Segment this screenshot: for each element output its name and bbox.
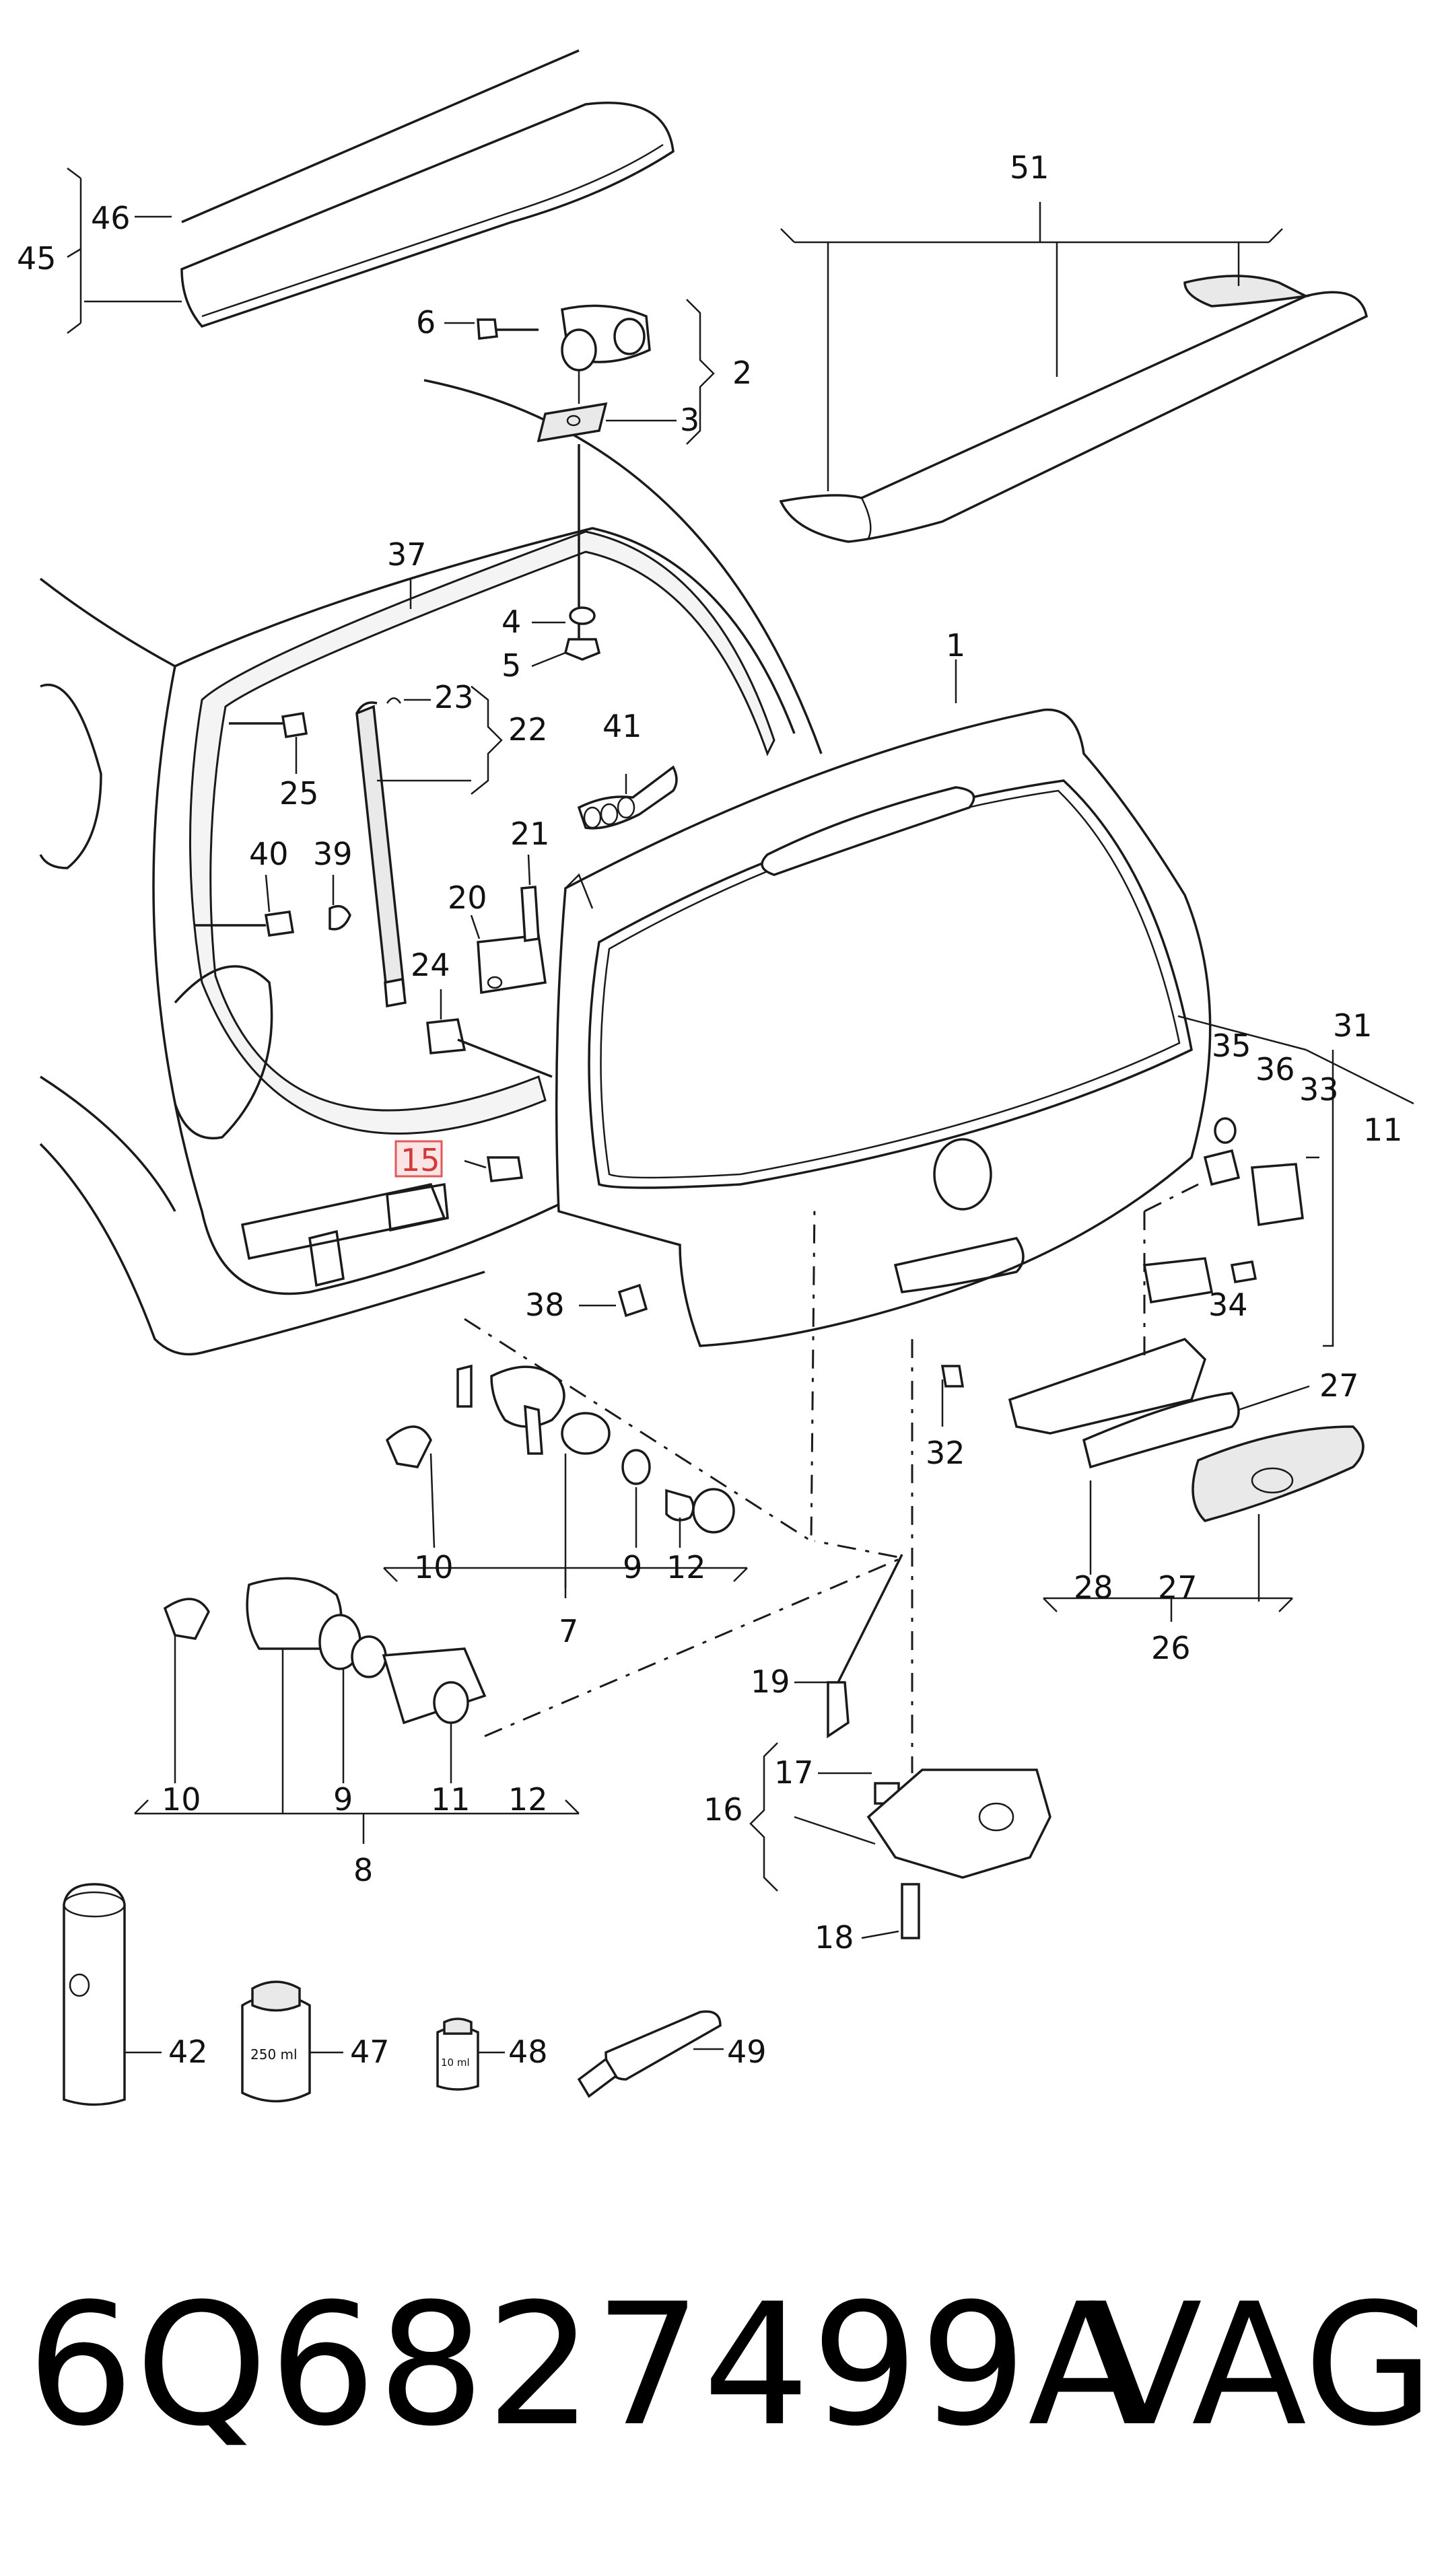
- washer-nut-4-5: [531, 606, 601, 668]
- callout-24: 24: [411, 947, 450, 983]
- latch-16: [749, 1339, 1051, 1939]
- callout-12a: 12: [666, 1549, 706, 1585]
- bottle-47-label: 250 ml: [250, 2046, 298, 2063]
- callout-8: 8: [353, 1852, 373, 1888]
- callout-39: 39: [313, 836, 353, 872]
- callout-32: 32: [926, 1435, 965, 1471]
- callout-7: 7: [559, 1613, 578, 1649]
- callout-19: 19: [751, 1663, 790, 1700]
- callout-10b: 10: [162, 1781, 201, 1818]
- callout-27a: 27: [1319, 1367, 1359, 1404]
- callout-22: 22: [508, 711, 548, 748]
- callout-47: 47: [350, 2034, 390, 2070]
- callout-5: 5: [502, 647, 521, 684]
- callout-15: 15: [401, 1142, 440, 1178]
- callout-46: 46: [91, 200, 131, 236]
- roof-spoiler-45: [67, 49, 675, 334]
- callout-28: 28: [1074, 1569, 1113, 1606]
- tube-49: [577, 2010, 724, 2098]
- fasteners: [195, 711, 648, 1318]
- callout-11b: 11: [431, 1781, 471, 1818]
- callout-9b: 9: [333, 1781, 353, 1818]
- bottle-48-label: 10 ml: [441, 2056, 470, 2069]
- callout-31: 31: [1333, 1007, 1373, 1044]
- lock-cylinder-7: [383, 1204, 816, 1598]
- car-body-rear: [39, 379, 823, 1356]
- callout-49: 49: [727, 2034, 767, 2070]
- callout-37: 37: [387, 536, 427, 573]
- callout-42: 42: [168, 2034, 208, 2070]
- bottle-47: 250 ml: [241, 1980, 343, 2103]
- callout-40: 40: [249, 836, 289, 872]
- bottle-48: 10 ml: [436, 2017, 505, 2091]
- callout-17: 17: [774, 1754, 814, 1791]
- callout-36: 36: [1255, 1051, 1295, 1087]
- tailgate-1: [555, 659, 1212, 1347]
- handle-26: [940, 1015, 1414, 1622]
- callout-labels: 1 2 3 4 5 6 7 8 9 9 10 10 11 11 12 12 15…: [17, 149, 1403, 2070]
- callout-45: 45: [17, 240, 57, 277]
- wiring-harness-41: [577, 765, 678, 830]
- callout-11a: 11: [1363, 1112, 1403, 1148]
- callout-35: 35: [1212, 1028, 1251, 1064]
- callout-4: 4: [502, 604, 521, 640]
- spray-can-42: [63, 1883, 162, 2106]
- callout-16: 16: [703, 1791, 743, 1828]
- callout-2: 2: [732, 355, 752, 391]
- hinge-2: [444, 299, 715, 639]
- callout-18: 18: [815, 1919, 854, 1956]
- callout-1: 1: [946, 627, 965, 664]
- lock-motor-8: [134, 1540, 906, 1844]
- callout-33: 33: [1299, 1071, 1339, 1108]
- callout-38: 38: [525, 1287, 565, 1323]
- callout-21: 21: [510, 816, 550, 852]
- callout-9a: 9: [623, 1549, 642, 1585]
- callout-23: 23: [434, 679, 474, 715]
- callout-3: 3: [680, 402, 699, 438]
- callout-20: 20: [448, 880, 487, 916]
- rear-spoiler-51: [779, 202, 1368, 543]
- callout-12b: 12: [508, 1781, 548, 1818]
- part-number: 6Q6827499A: [27, 2267, 1145, 2463]
- brand-name: VAG: [1087, 2267, 1435, 2463]
- callout-27b: 27: [1158, 1569, 1198, 1606]
- callout-48: 48: [508, 2034, 548, 2070]
- callout-34: 34: [1208, 1287, 1248, 1323]
- callout-51: 51: [1010, 149, 1049, 186]
- callout-15-highlight: [394, 1140, 443, 1178]
- gas-strut-22: [355, 686, 503, 1008]
- callout-10a: 10: [414, 1549, 454, 1585]
- callout-41: 41: [602, 708, 642, 744]
- callout-25: 25: [279, 775, 319, 812]
- callout-26: 26: [1151, 1630, 1191, 1666]
- callout-6: 6: [416, 304, 436, 341]
